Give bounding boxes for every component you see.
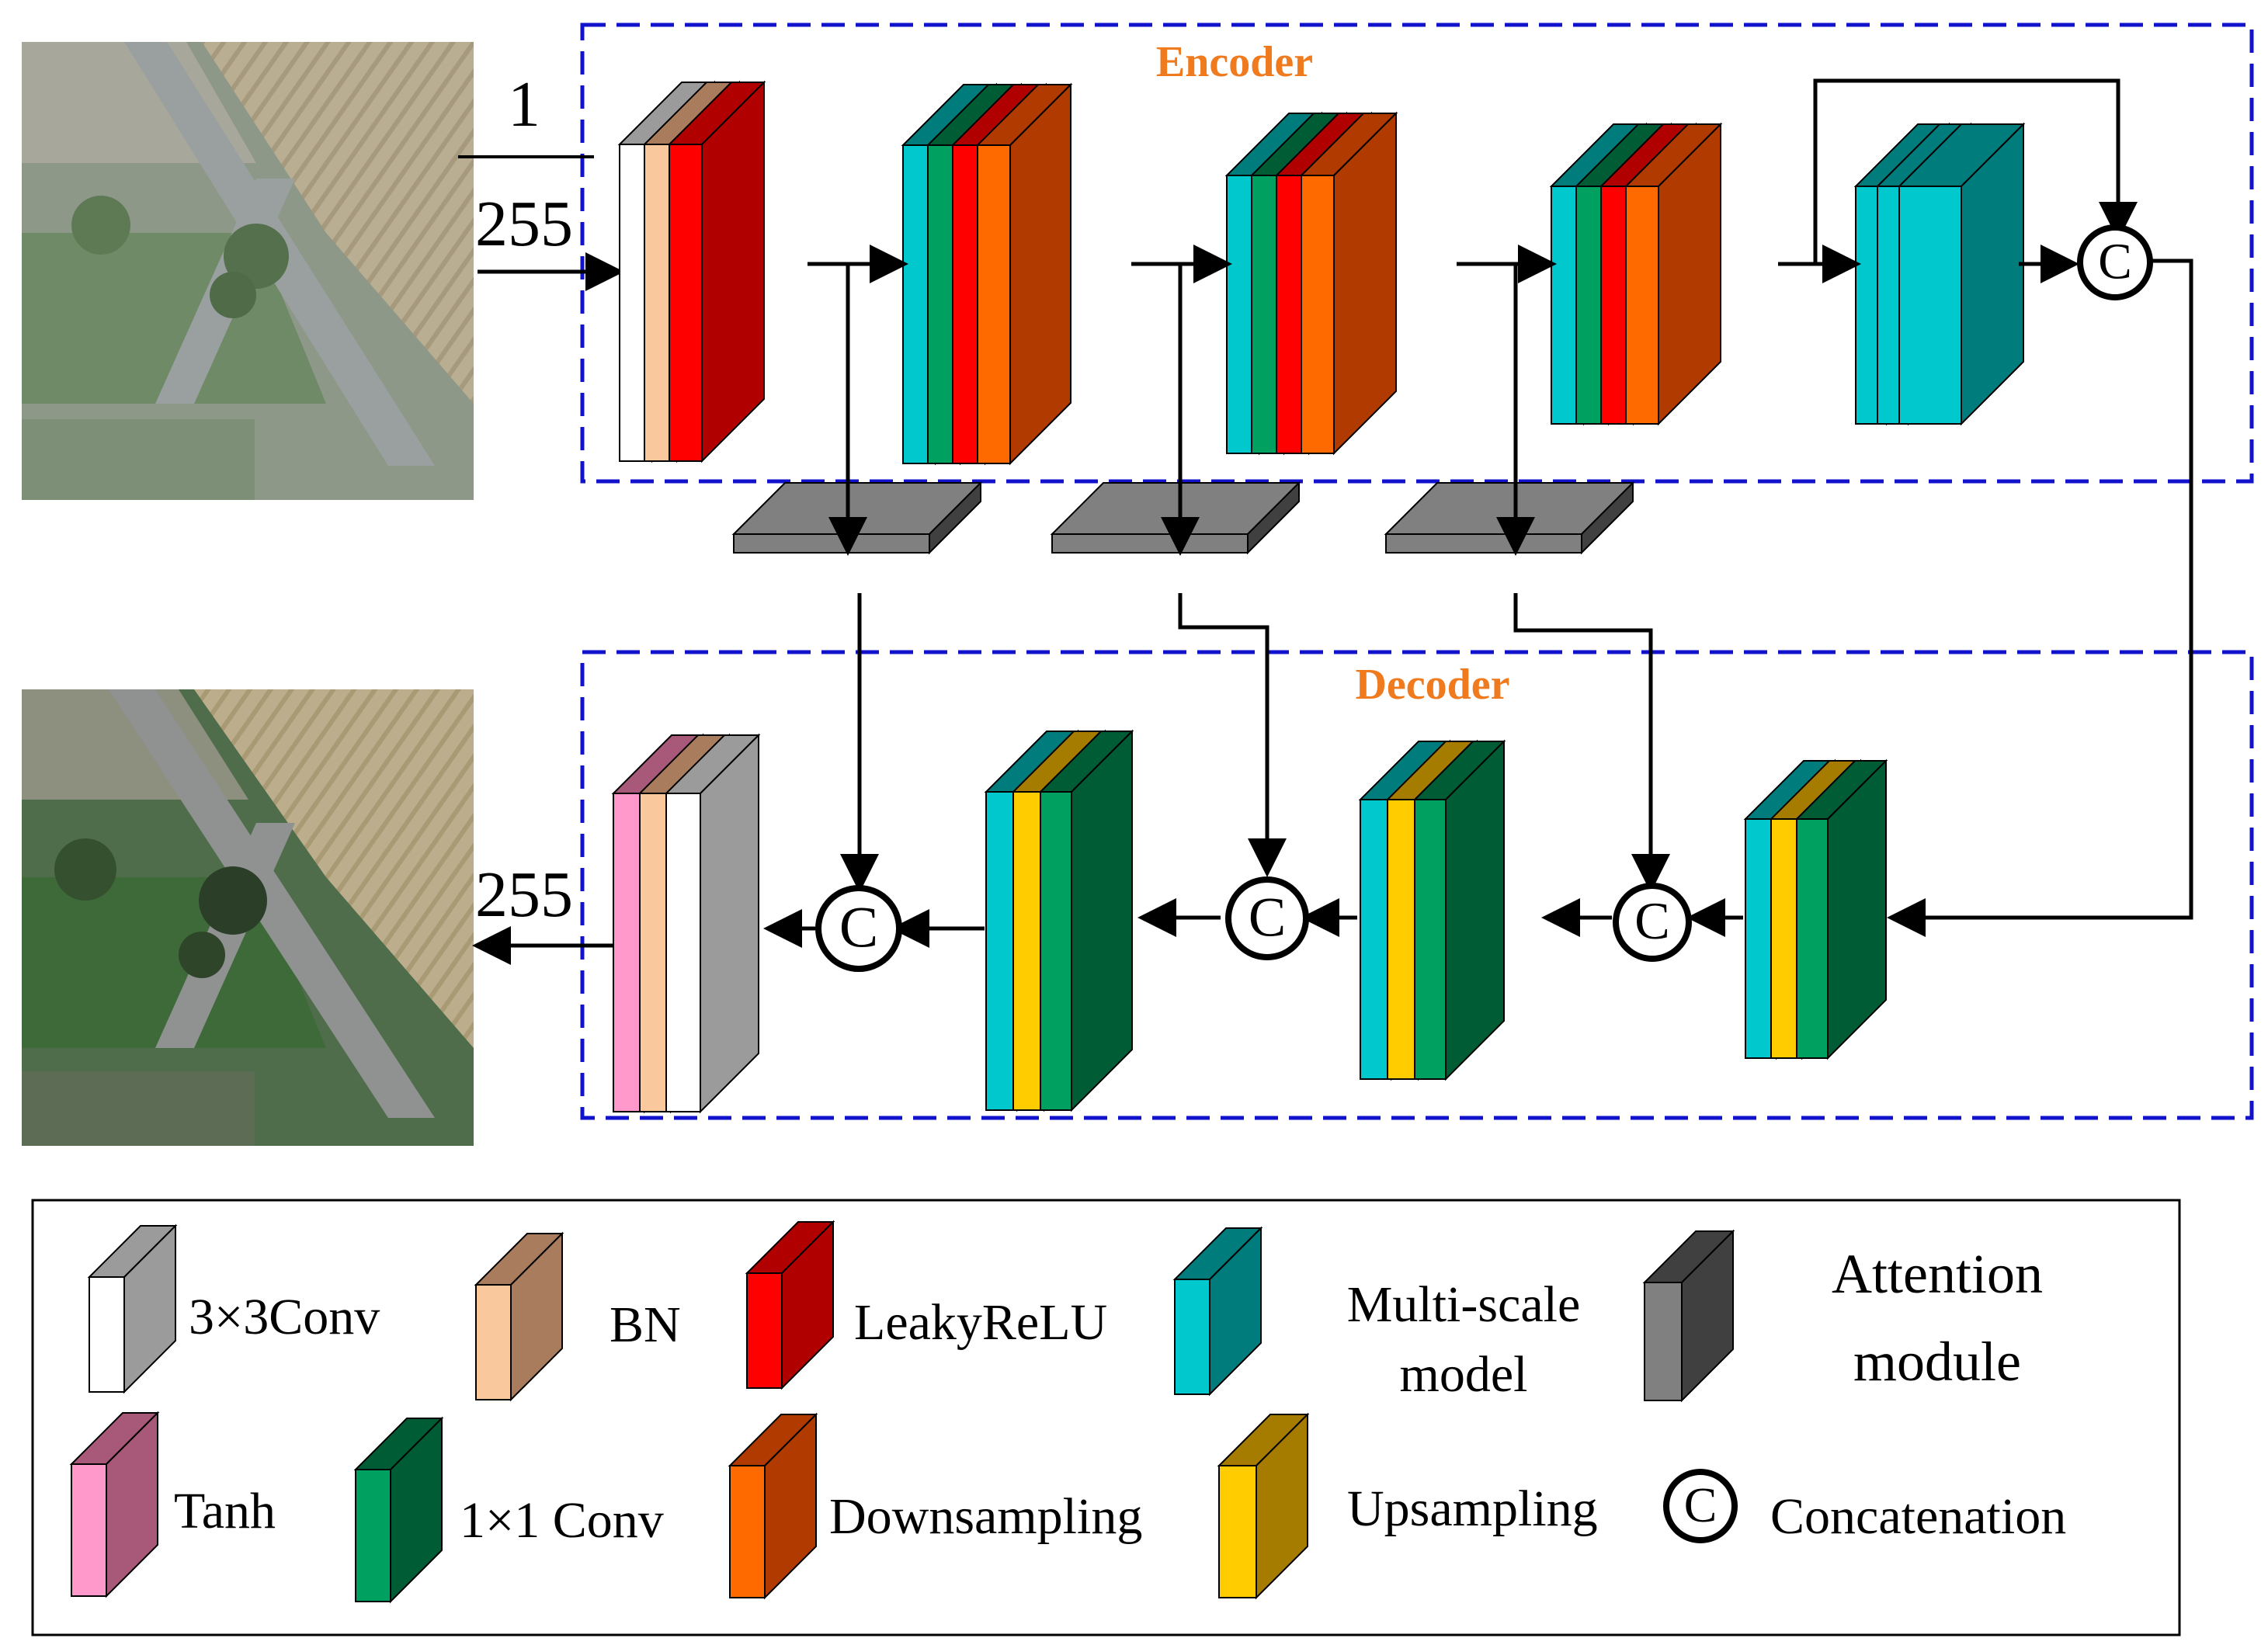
- encoder-title: Encoder: [1156, 38, 1313, 86]
- legend-label-tanh: Tanh: [174, 1483, 276, 1539]
- encoder-block-1-layer-3: [667, 80, 766, 463]
- svg-text:C: C: [839, 895, 878, 960]
- encoder-block-3-layer-4: [1299, 111, 1398, 456]
- attention-module-3: [1384, 481, 1635, 555]
- svg-text:C: C: [1684, 1477, 1717, 1532]
- legend-label-multiscale-1: Multi-scale: [1347, 1276, 1581, 1333]
- attention-module-1: [731, 481, 983, 555]
- connections: C C C C: [763, 78, 2193, 972]
- legend-icon-conv3: [87, 1223, 178, 1394]
- decoder-block-3-layer-3: [1412, 739, 1506, 1081]
- encoder-block-1: [617, 80, 766, 463]
- concat-decoder-2: C: [1225, 876, 1309, 960]
- svg-text:C: C: [2098, 234, 2132, 290]
- decoder-block-2-layer-3: [1038, 729, 1134, 1112]
- encoder-block-2: [901, 82, 1073, 466]
- concat-decoder-3: C: [815, 885, 902, 972]
- encoder-block-4: [1549, 122, 1723, 426]
- output-satellite-image: [22, 689, 474, 1146]
- encoder-block-2-layer-4: [975, 82, 1073, 466]
- decoder-block-3: [1358, 739, 1506, 1081]
- legend-label-up: Upsampling: [1347, 1480, 1598, 1537]
- svg-text:C: C: [1634, 891, 1669, 950]
- enc-skip-top: [1813, 78, 2138, 264]
- encoder-box: [580, 23, 2254, 484]
- legend-label-conv3: 3×3Conv: [189, 1289, 380, 1345]
- legend-icon-conv1: [353, 1416, 444, 1604]
- decoder-block-4-layer-3: [1794, 758, 1888, 1060]
- legend-label-conv1: 1×1 Conv: [460, 1492, 664, 1549]
- legend-icon-tanh: [69, 1411, 160, 1598]
- legend-icon-concat: C: [1663, 1469, 1738, 1543]
- legend-icon-down: [728, 1412, 818, 1600]
- legend-icons: C: [69, 1220, 1738, 1604]
- legend-label-attention-1: Attention: [1832, 1243, 2043, 1305]
- encoder-block-4-layer-4: [1624, 122, 1723, 426]
- attention-module-2: [1050, 481, 1301, 555]
- legend-icon-leaky: [745, 1220, 835, 1390]
- legend-icon-multiscale: [1172, 1226, 1263, 1397]
- encoder-block-5: [1853, 122, 2026, 426]
- legend-icon-up: [1217, 1412, 1310, 1600]
- legend-label-attention-2: module: [1853, 1331, 2021, 1393]
- att-to-concat-3: [1513, 593, 1670, 893]
- legend-label-concat: Concatenation: [1770, 1488, 2066, 1545]
- svg-text:C: C: [1249, 886, 1286, 949]
- output-scale: 255: [475, 859, 573, 931]
- legend-label-bn: BN: [610, 1296, 681, 1353]
- decoder-block-1: [611, 733, 761, 1114]
- legend-label-down: Downsampling: [829, 1488, 1142, 1545]
- legend-icon-bn: [474, 1231, 564, 1402]
- layer-blocks: [611, 80, 2026, 1114]
- decoder-title: Decoder: [1355, 661, 1509, 709]
- legend-label-leaky: LeakyReLU: [854, 1294, 1107, 1351]
- legend-label-multiscale-2: model: [1400, 1346, 1528, 1403]
- decoder-block-2: [984, 729, 1134, 1112]
- decoder-box: [580, 650, 2254, 1120]
- input-denominator: 255: [475, 188, 573, 260]
- att-to-concat-2: [1178, 593, 1287, 877]
- input-satellite-image: [22, 42, 474, 500]
- encoder-block-5-layer-3: [1897, 122, 2026, 426]
- concat-decoder-1: C: [1613, 883, 1692, 962]
- bottleneck-path: [1887, 259, 2193, 937]
- decoder-block-1-layer-3: [664, 733, 761, 1114]
- legend-icon-attention: [1642, 1229, 1735, 1403]
- decoder-block-4: [1743, 758, 1888, 1060]
- input-numerator: 1: [508, 68, 540, 141]
- concat-encoder: C: [2077, 224, 2153, 300]
- encoder-block-3: [1224, 111, 1398, 456]
